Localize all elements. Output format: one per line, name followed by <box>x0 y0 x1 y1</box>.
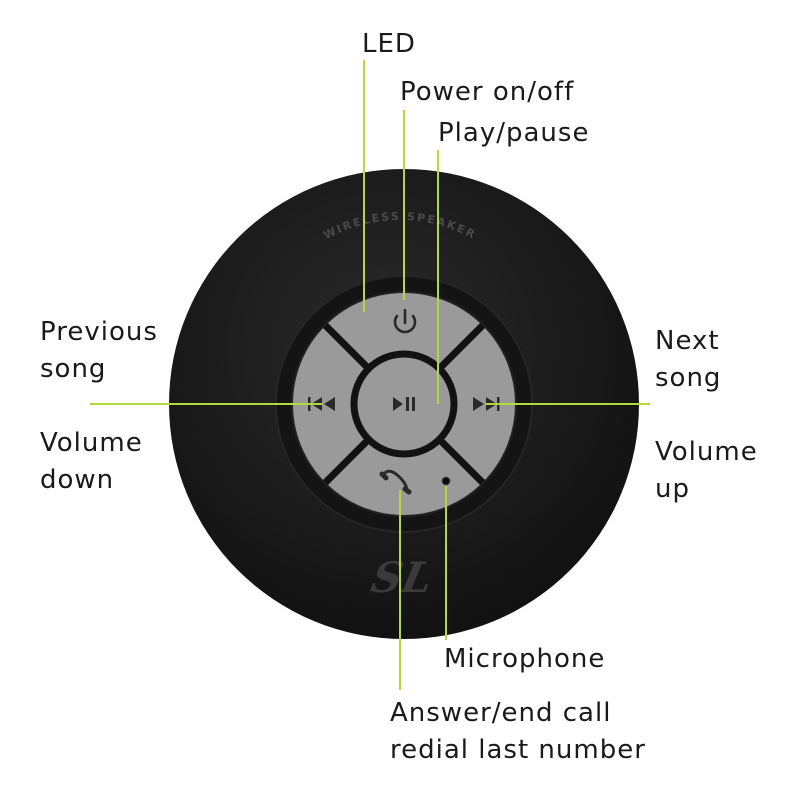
play-pause-button[interactable] <box>350 350 458 458</box>
play-pause-icon <box>393 397 415 411</box>
label-volume-down: Volume down <box>40 428 143 495</box>
phone-icon <box>379 469 412 495</box>
label-volume-up: Volume up <box>655 437 758 504</box>
control-pad <box>291 291 517 517</box>
microphone-hole <box>441 476 451 486</box>
label-play-pause: Play/pause <box>438 118 590 148</box>
leader-lines <box>90 60 650 690</box>
label-answer-call: Answer/end call redial last number <box>390 698 646 765</box>
label-power: Power on/off <box>400 77 575 107</box>
label-previous-song: Previous song <box>40 317 158 384</box>
label-led: LED <box>362 29 416 59</box>
power-icon <box>393 308 417 334</box>
label-microphone: Microphone <box>444 644 606 674</box>
label-next-song: Next song <box>655 326 722 393</box>
brand-logo: SL <box>367 553 437 602</box>
